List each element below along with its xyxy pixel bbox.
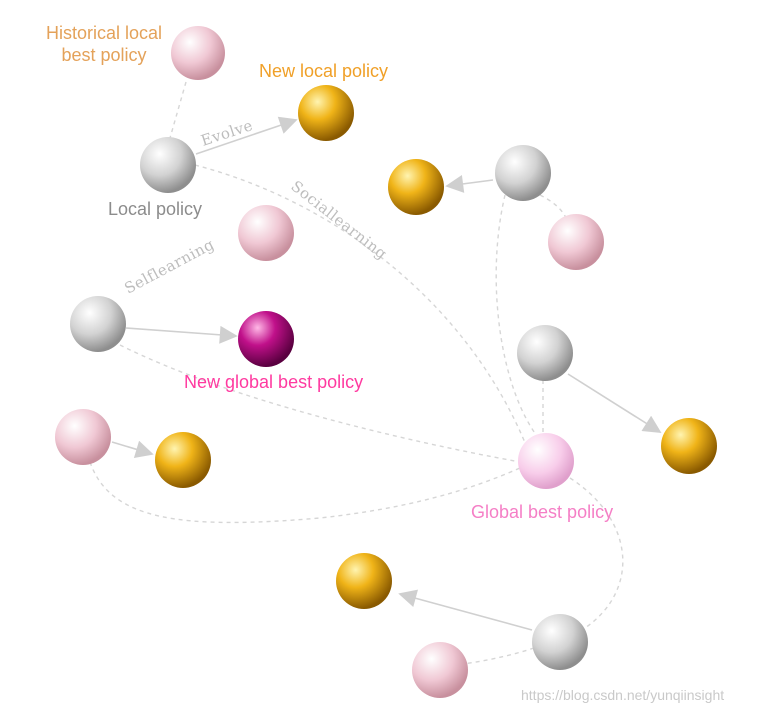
node-mid-silver — [517, 325, 573, 381]
arrow-left-to-magenta — [125, 325, 238, 344]
edge-label-social-learning: Sociallearning — [288, 177, 391, 263]
node-left-gold — [155, 432, 211, 488]
link-left-global — [119, 344, 521, 463]
link-top-global — [495, 194, 541, 441]
link-pinkleft-global — [89, 461, 521, 524]
arrow-bottom-to-gold — [398, 589, 533, 631]
label-historical-local-best: Historical local best policy — [45, 23, 163, 65]
edge-label-self-learning: Selflearning — [121, 235, 217, 297]
arrows — [111, 116, 662, 631]
link-bottom-pink — [461, 647, 535, 665]
node-upper-pink — [238, 205, 294, 261]
arrow-pink-to-gold — [111, 440, 154, 458]
node-right-gold — [661, 418, 717, 474]
arrow-top-to-gold — [445, 174, 494, 193]
link-local-global — [194, 164, 531, 456]
node-global-best — [518, 433, 574, 489]
watermark-url: https://blog.csdn.net/yunqiinsight — [521, 687, 725, 703]
node-top-silver — [495, 145, 551, 201]
link-top-pink — [539, 194, 569, 223]
node-local-policy — [140, 137, 196, 193]
node-left-pink — [55, 409, 111, 465]
label-new-local-policy: New local policy — [259, 61, 389, 81]
dashed-links — [89, 81, 624, 665]
node-bottom-pink — [412, 642, 468, 698]
node-bottom-silver — [532, 614, 588, 670]
node-bottom-gold — [336, 553, 392, 609]
label-global-best-policy: Global best policy — [471, 502, 614, 522]
node-top-gold — [388, 159, 444, 215]
node-top-pink — [548, 214, 604, 270]
label-new-global-best-policy: New global best policy — [184, 372, 364, 392]
link-global-bottom — [569, 477, 624, 629]
node-left-silver — [70, 296, 126, 352]
node-new-global-best — [238, 311, 294, 367]
node-new-local-policy — [298, 85, 354, 141]
arrow-evolve — [195, 116, 298, 155]
arrow-mid-to-gold — [567, 373, 662, 433]
node-historical-local-best — [171, 26, 225, 80]
link-historical-local — [169, 81, 187, 139]
label-local-policy: Local policy — [108, 199, 203, 219]
edge-label-evolve: Evolve — [199, 116, 256, 150]
nodes — [55, 26, 717, 698]
